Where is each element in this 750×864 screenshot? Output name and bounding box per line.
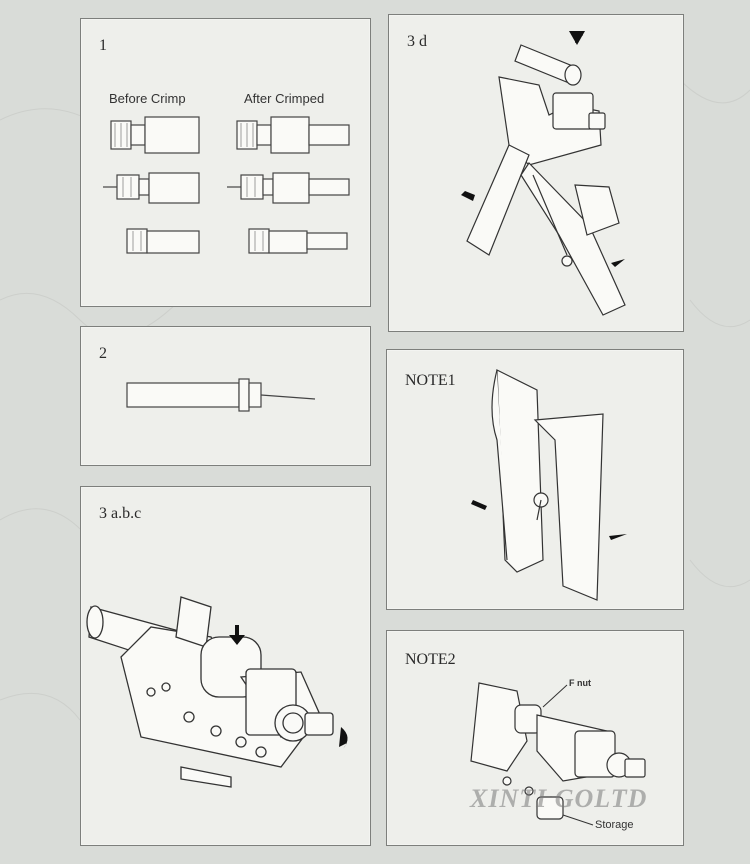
panel-title: 1 (99, 37, 107, 54)
panel-step-1: 1 Before Crimp After Crimped (80, 18, 371, 307)
stripped-cable-drawing (126, 378, 316, 412)
connector-comparison-drawing (103, 116, 350, 254)
panel-note-2: NOTE2 F nut Storage (386, 630, 684, 846)
panel-title: NOTE2 (405, 651, 456, 668)
crimp-tool-drawing (461, 31, 626, 316)
watermark: XINTI GOLTD (470, 784, 648, 813)
f-nut-label: F nut (569, 678, 591, 688)
before-crimp-label: Before Crimp (109, 91, 186, 106)
tool-insertion-drawing (86, 596, 348, 788)
panel-note-1: NOTE1 (386, 349, 684, 610)
panel-step-2: 2 (80, 326, 371, 466)
panel-title: 3 a.b.c (99, 505, 142, 522)
after-crimped-label: After Crimped (244, 91, 325, 106)
panel-step-3d: 3 d (388, 14, 684, 332)
handle-closeup-drawing (471, 369, 627, 601)
storage-label: Storage (595, 819, 634, 831)
storage-note-drawing (470, 682, 646, 826)
panel-title: NOTE1 (405, 372, 456, 389)
panel-step-3abc: 3 a.b.c (80, 486, 371, 846)
panel-title: 2 (99, 345, 107, 362)
panel-title: 3 d (407, 33, 427, 50)
